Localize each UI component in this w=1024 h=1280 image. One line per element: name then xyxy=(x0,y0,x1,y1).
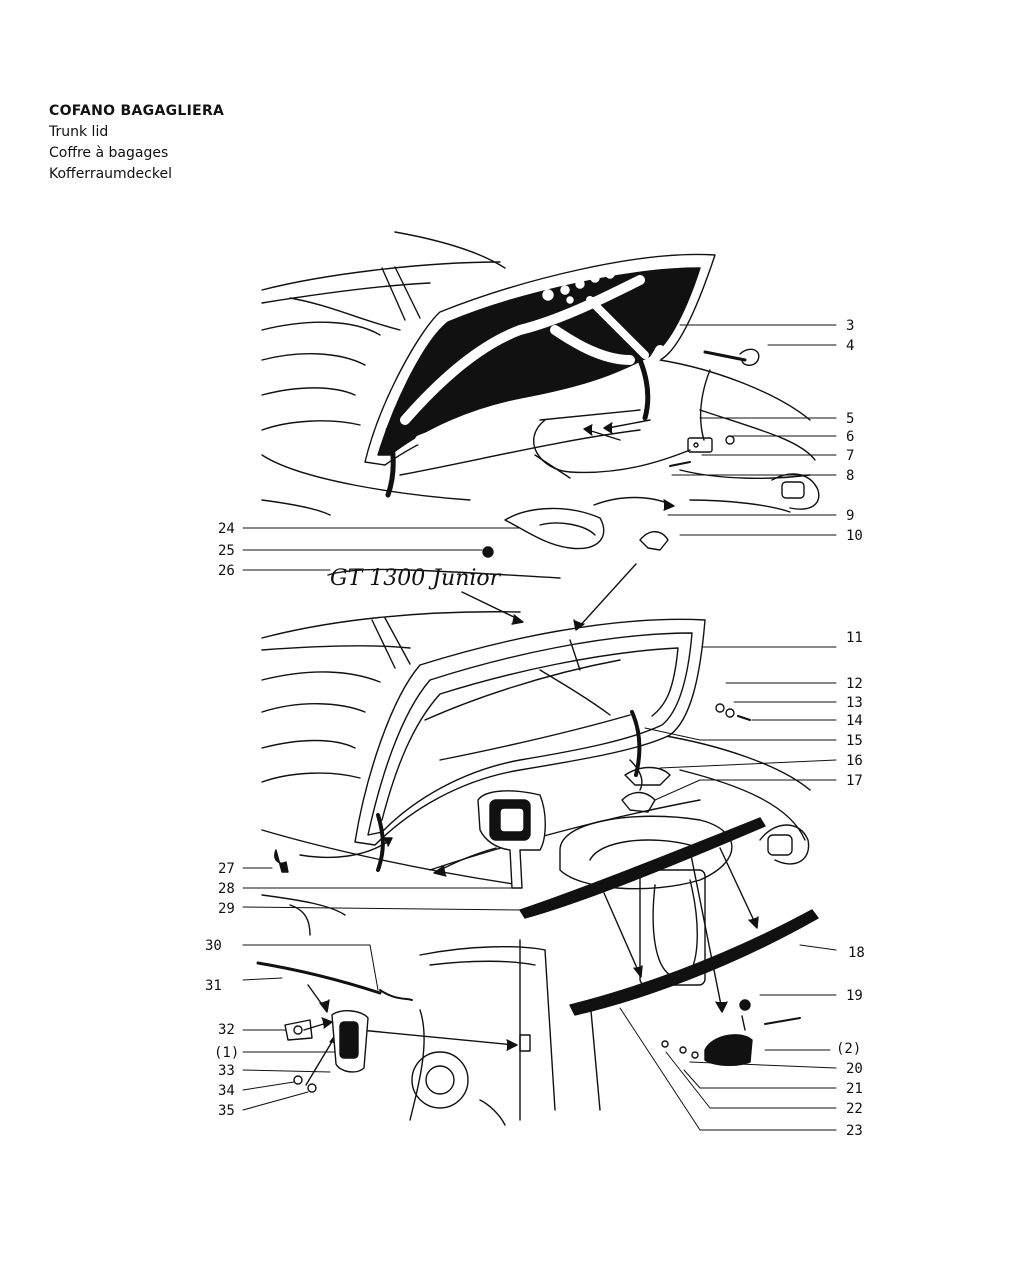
callout-32: 32 xyxy=(218,1022,235,1038)
callout-26: 26 xyxy=(218,563,235,579)
title-italian: COFANO BAGAGLIERA xyxy=(49,103,225,119)
callout-30: 30 xyxy=(205,938,222,954)
emblem-text: GT 1300 Junior xyxy=(330,566,502,591)
callout-22: 22 xyxy=(846,1101,863,1117)
callout-18: 18 xyxy=(848,945,865,961)
callout-17: 17 xyxy=(846,773,863,789)
callout-34: 34 xyxy=(218,1083,235,1099)
callout-21: 21 xyxy=(846,1081,863,1097)
callout-2: (2) xyxy=(836,1041,861,1057)
lower-arrows xyxy=(299,563,759,1086)
title-english: Trunk lid xyxy=(49,124,109,140)
upper-trunk-lid xyxy=(364,253,716,498)
callout-11: 11 xyxy=(846,630,863,646)
callout-35: 35 xyxy=(218,1103,235,1119)
upper-arrows xyxy=(583,369,711,511)
callout-8: 8 xyxy=(846,468,854,484)
callout-31: 31 xyxy=(205,978,222,994)
callout-10: 10 xyxy=(846,528,863,544)
emblem-part xyxy=(327,568,561,579)
callout-23: 23 xyxy=(846,1123,863,1139)
title-block: COFANO BAGAGLIERA Trunk lid Coffre à bag… xyxy=(49,101,224,185)
title-french: Coffre à bagages xyxy=(49,145,169,161)
callout-20: 20 xyxy=(846,1061,863,1077)
callout-14: 14 xyxy=(846,713,863,729)
upper-car-body xyxy=(261,231,820,516)
callout-28: 28 xyxy=(218,881,235,897)
callout-19: 19 xyxy=(846,988,863,1004)
upper-small-parts xyxy=(482,348,760,558)
callout-labels-right: 3 4 5 6 7 8 9 10 11 12 13 14 15 16 17 18… xyxy=(836,318,865,1139)
lower-small-parts xyxy=(256,703,819,1093)
lower-trunk-lid xyxy=(354,618,706,872)
callout-labels-left: 24 25 26 27 28 29 30 31 32 (1) 33 34 35 xyxy=(205,521,239,1119)
callout-25: 25 xyxy=(218,543,235,559)
callout-9: 9 xyxy=(846,508,854,524)
callout-1: (1) xyxy=(214,1045,239,1061)
callout-12: 12 xyxy=(846,676,863,692)
callout-4: 4 xyxy=(846,338,854,354)
leader-lines xyxy=(242,324,837,1131)
title-german: Kofferraumdeckel xyxy=(49,166,172,182)
callout-7: 7 xyxy=(846,448,854,464)
callout-15: 15 xyxy=(846,733,863,749)
callout-24: 24 xyxy=(218,521,235,537)
callout-33: 33 xyxy=(218,1063,235,1079)
callout-16: 16 xyxy=(846,753,863,769)
callout-29: 29 xyxy=(218,901,235,917)
callout-6: 6 xyxy=(846,429,854,445)
callout-13: 13 xyxy=(846,695,863,711)
callout-5: 5 xyxy=(846,411,854,427)
callout-3: 3 xyxy=(846,318,854,334)
callout-27: 27 xyxy=(218,861,235,877)
